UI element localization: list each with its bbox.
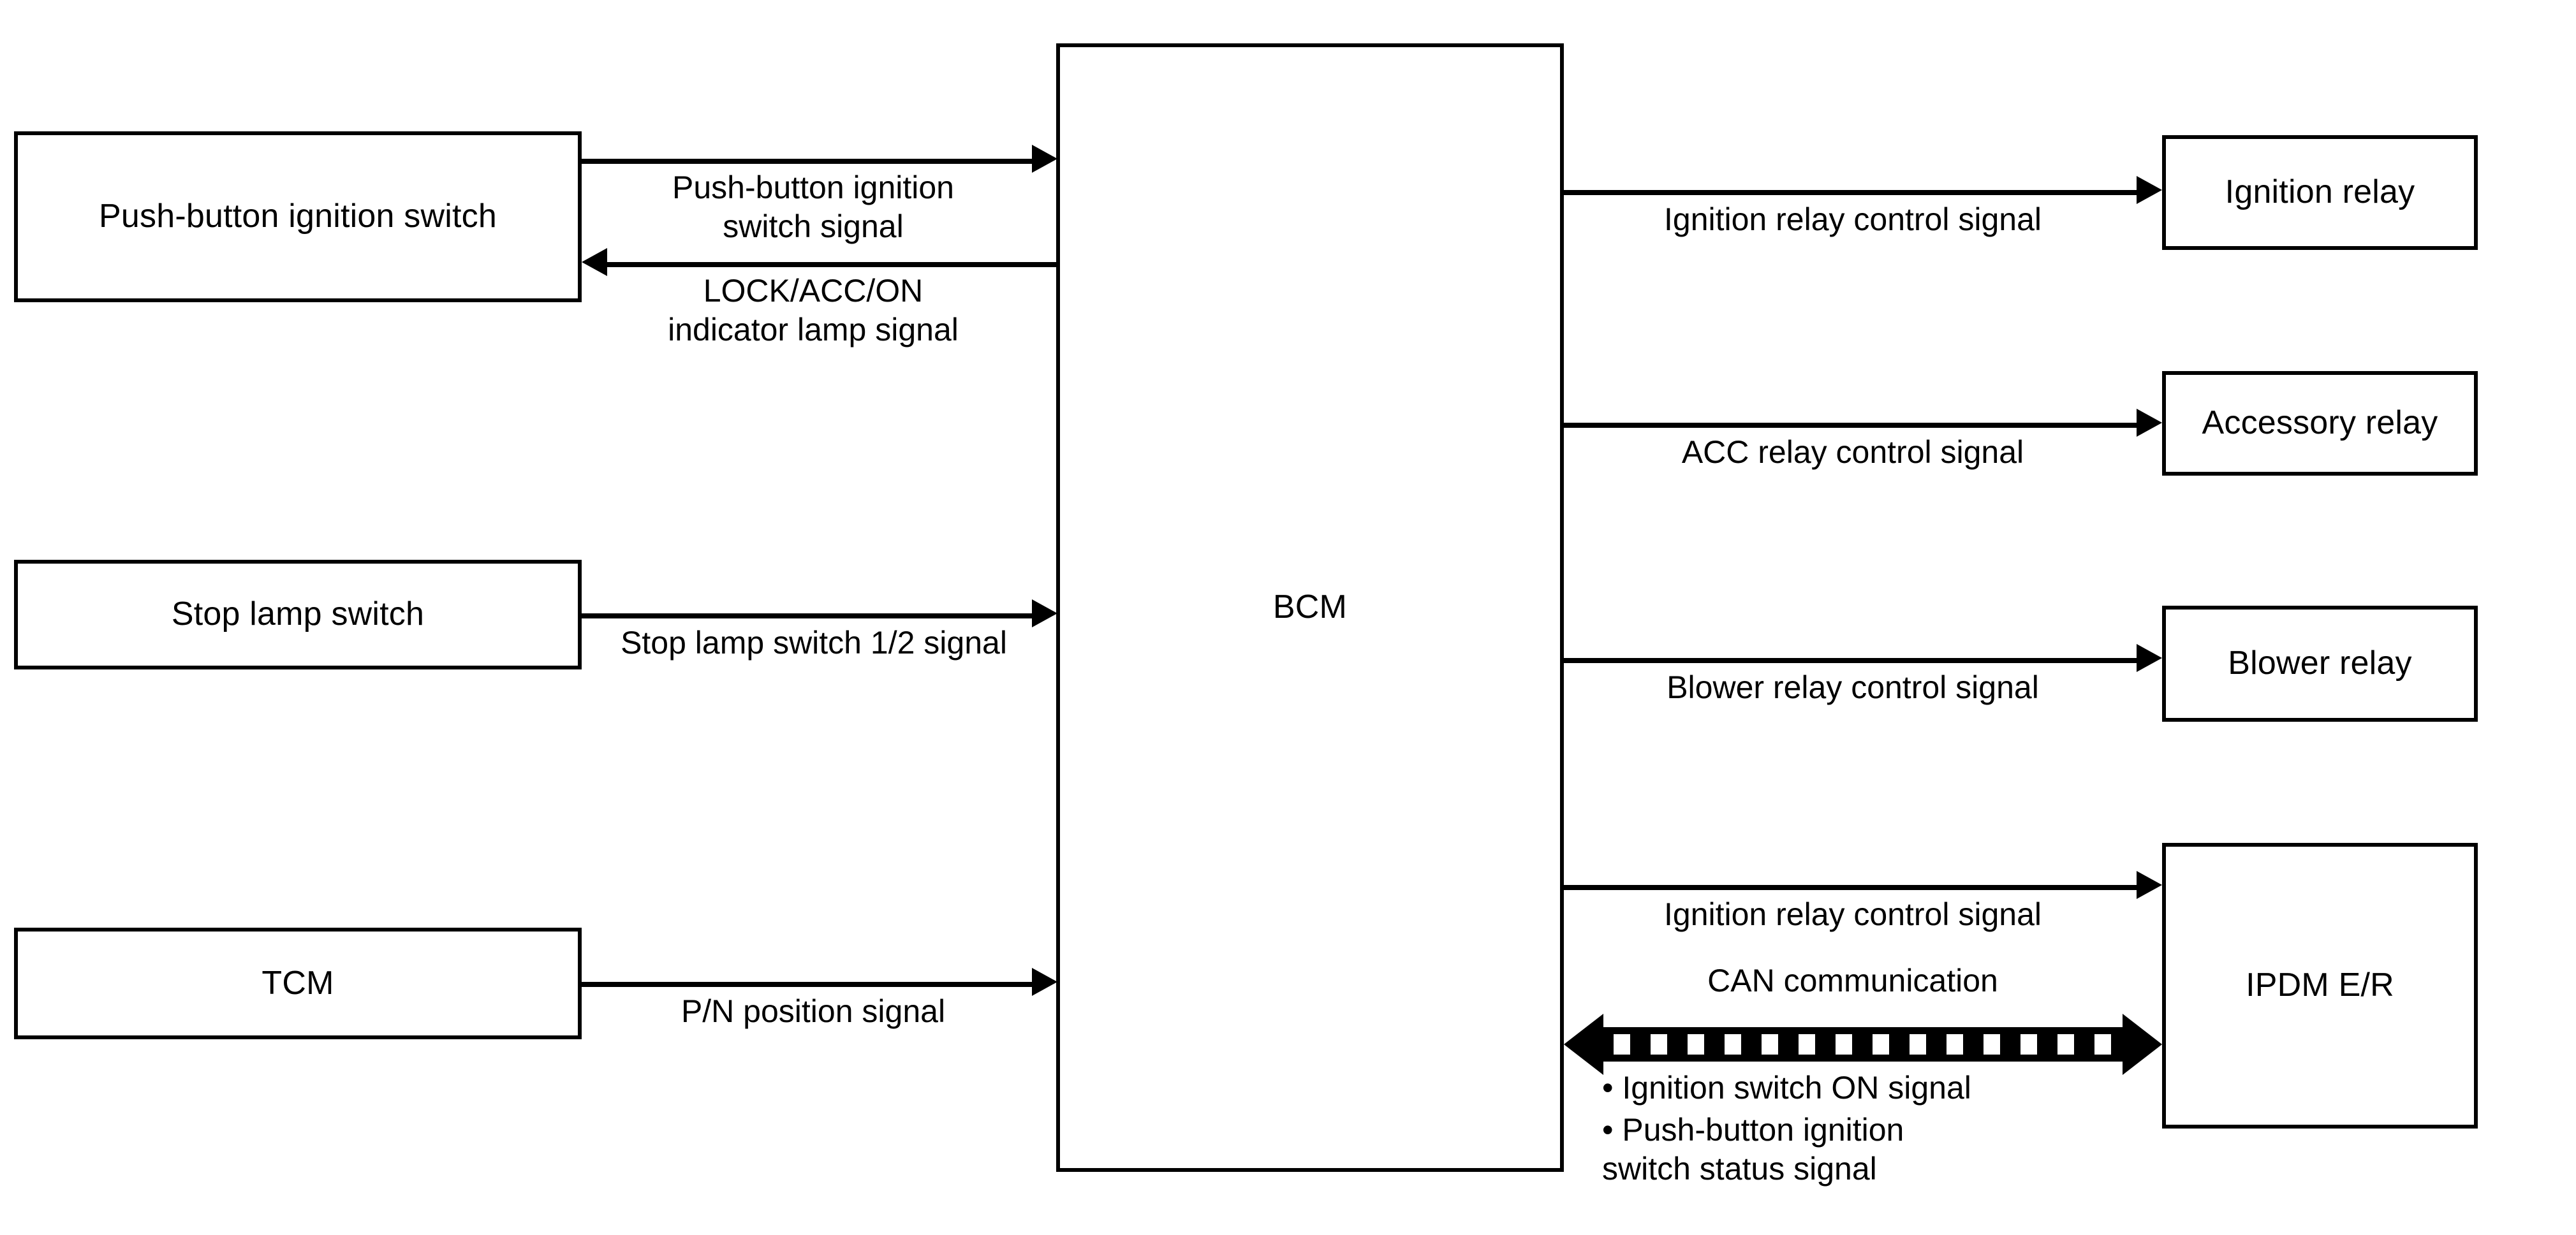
block-bcm-label: BCM (1272, 588, 1348, 626)
can-bus-dash-gap (1725, 1034, 1741, 1055)
can-bus-arrow-head-right (2123, 1014, 2162, 1075)
arrow-line-pn-position-signal (582, 982, 1034, 987)
arrow-head-acc-relay-control-signal (2137, 409, 2162, 437)
arrow-head-blower-relay-control-signal (2137, 644, 2162, 672)
arrow-line-push-button-switch-signal (582, 159, 1034, 164)
block-ipdm-er[interactable]: IPDM E/R (2162, 843, 2478, 1129)
arrow-line-acc-relay-control-signal (1564, 423, 2138, 428)
block-blower-relay[interactable]: Blower relay (2162, 606, 2478, 722)
block-ipdm-er-label: IPDM E/R (2246, 967, 2394, 1004)
signal-label-ipdm-ignition-relay-control-signal: Ignition relay control signal (1664, 896, 2042, 932)
can-bus-dash-gap (2020, 1034, 2037, 1055)
can-bus-dash-gap (1947, 1034, 1963, 1055)
signal-label-push-button-switch-signal: Push-button ignition switch signal (672, 170, 954, 244)
signal-label-pn-position-signal: P/N position signal (681, 993, 946, 1029)
signal-label-ignition-relay-control-signal: Ignition relay control signal (1664, 201, 2042, 237)
block-tcm-label: TCM (261, 964, 334, 1002)
can-bus-dash-gap (1873, 1034, 1889, 1055)
can-bus-dash-gap (2094, 1034, 2111, 1055)
can-bus-arrow-head-left (1564, 1014, 1603, 1075)
can-bus-dashed-bar (1603, 1027, 2123, 1062)
can-bus-dash-gap (1799, 1034, 1815, 1055)
arrow-line-ignition-relay-control-signal (1564, 190, 2138, 195)
signal-label-can-communication: CAN communication (1707, 963, 1998, 998)
block-accessory-relay-label: Accessory relay (2202, 404, 2438, 442)
signal-label-lock-acc-on-indicator: LOCK/ACC/ON indicator lamp signal (668, 273, 959, 347)
arrow-head-stop-lamp-switch-signal (1032, 599, 1057, 627)
block-push-button-ignition-switch[interactable]: Push-button ignition switch (14, 131, 582, 302)
arrow-line-lock-acc-on-indicator (607, 262, 1056, 267)
arrow-head-lock-acc-on-indicator (582, 248, 607, 276)
block-ignition-relay[interactable]: Ignition relay (2162, 135, 2478, 250)
arrow-head-pn-position-signal (1032, 968, 1057, 996)
block-accessory-relay[interactable]: Accessory relay (2162, 371, 2478, 476)
can-bus-dash-gap (1688, 1034, 1704, 1055)
can-bus-dash-gap (1614, 1034, 1630, 1055)
can-bus-dash-gap (1836, 1034, 1852, 1055)
block-bcm[interactable]: BCM (1056, 43, 1564, 1172)
arrow-line-blower-relay-control-signal (1564, 658, 2138, 663)
arrow-head-push-button-switch-signal (1032, 145, 1057, 173)
arrow-line-ipdm-ignition-relay-control-signal (1564, 885, 2138, 890)
arrow-line-stop-lamp-switch-signal (582, 613, 1034, 618)
block-stop-lamp-switch-label: Stop lamp switch (171, 596, 425, 633)
arrow-head-ignition-relay-control-signal (2137, 176, 2162, 204)
can-signal-item-2: • Push-button ignition switch status sig… (1602, 1112, 1904, 1187)
block-ignition-relay-label: Ignition relay (2225, 173, 2415, 211)
can-bus-dash-gap (2057, 1034, 2074, 1055)
can-signal-item-1: • Ignition switch ON signal (1602, 1070, 1971, 1106)
block-stop-lamp-switch[interactable]: Stop lamp switch (14, 560, 582, 669)
block-blower-relay-label: Blower relay (2228, 645, 2412, 682)
block-tcm[interactable]: TCM (14, 928, 582, 1039)
arrow-head-ipdm-ignition-relay-control-signal (2137, 871, 2162, 899)
can-bus-dash-gap (1651, 1034, 1667, 1055)
can-bus-dash-gap (1762, 1034, 1778, 1055)
signal-label-acc-relay-control-signal: ACC relay control signal (1681, 434, 2024, 470)
signal-label-stop-lamp-switch-signal: Stop lamp switch 1/2 signal (621, 625, 1007, 661)
can-bus-dash-gap (1984, 1034, 2000, 1055)
can-bus-dash-gap (1910, 1034, 1926, 1055)
block-push-button-ignition-switch-label: Push-button ignition switch (99, 198, 497, 235)
signal-label-blower-relay-control-signal: Blower relay control signal (1667, 669, 2039, 705)
